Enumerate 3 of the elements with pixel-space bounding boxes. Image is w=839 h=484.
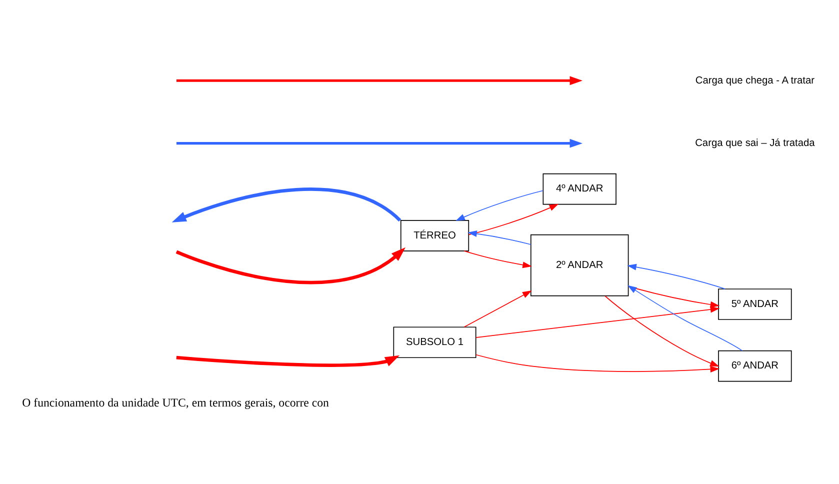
legend-label: Carga que chega - A tratar — [695, 75, 815, 86]
label: O funcionamento da unidade UTC, em termos gerais, ocorre con — [22, 396, 329, 410]
legend-label: Carga que sai – Já tratada — [695, 138, 815, 149]
